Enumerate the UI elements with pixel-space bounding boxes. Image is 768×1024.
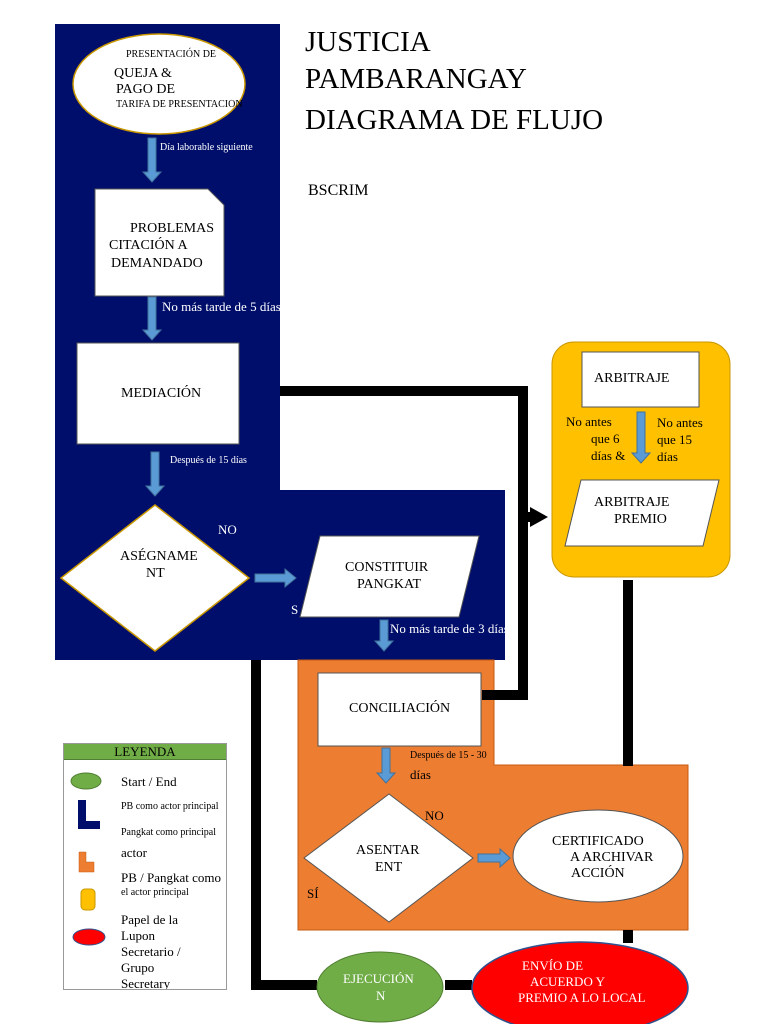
legend-pb-main-label: PB como actor principal <box>121 801 219 812</box>
label-no-1: NO <box>218 522 237 537</box>
legend-icons <box>70 772 106 946</box>
conciliation-node-shape <box>317 672 482 747</box>
certificate-node-line-2: A ARCHIVAR <box>570 850 654 865</box>
legend-pb-pangkat-label-2: el actor principal <box>121 887 189 898</box>
award-node-line-1: ARBITRAJE <box>594 495 670 510</box>
arrow-down-3 <box>144 451 166 497</box>
award-node-line-2: PREMIO <box>614 512 667 527</box>
mediation-node-label: MEDIACIÓN <box>121 386 202 401</box>
arrow-right-2 <box>477 847 511 869</box>
start-node-line-4: TARIFA DE PRESENTACIÓN <box>116 99 242 110</box>
settle2-node-shape <box>303 793 474 923</box>
legend: LEYENDA Start / End PB como actor princi… <box>63 743 227 990</box>
transmit-node-line-1: ENVÍO DE <box>522 958 584 973</box>
connector-arrowhead <box>530 507 548 527</box>
certificate-node-line-3: ACCIÓN <box>571 866 625 881</box>
execution-node-line-1: EJECUCIÓN <box>343 971 414 986</box>
pangkat-node-shape <box>299 535 480 618</box>
legend-lupon-icon <box>72 928 106 946</box>
label-not-before-15-line-2: que 15 <box>657 432 693 447</box>
legend-start-end-icon <box>70 772 102 790</box>
legend-pb-icon <box>78 800 100 829</box>
legend-pangkat-actor-label: actor <box>121 845 147 860</box>
label-si-1: S <box>291 602 299 617</box>
arrow-down-6 <box>630 411 652 464</box>
arrow-down-1 <box>141 137 163 183</box>
transmit-node-line-3: PREMIO A LO LOCAL <box>518 990 646 1005</box>
title-line-1: JUSTICIA <box>305 26 431 58</box>
conciliation-node-label: CONCILIACIÓN <box>349 701 451 716</box>
execution-node-line-2: N <box>376 988 386 1003</box>
label-no-2: NO <box>425 808 444 823</box>
issue-node-line-2: CITACIÓN A <box>109 238 188 253</box>
arrow-right-1 <box>254 567 297 589</box>
title-line-3: DIAGRAMA DE FLUJO <box>305 104 604 136</box>
transmit-node-shape <box>471 941 689 1024</box>
start-node-line-4-clip: TARIFA DE PRESENTACIÓN <box>116 99 242 113</box>
settle1-node-line-2: NT <box>146 566 165 581</box>
flow-arrows <box>141 137 652 869</box>
label-three-days-clip: No más tarde de 3 días <box>390 621 505 637</box>
mediation-node-shape <box>76 342 240 445</box>
certificate-node-shape <box>512 809 684 903</box>
label-not-before-6-line-2: que 6 <box>591 431 620 446</box>
legend-lupon-label-4: Grupo <box>121 960 155 975</box>
label-three-days: No más tarde de 3 días <box>390 621 505 636</box>
settle1-node-shape <box>59 504 251 652</box>
legend-lupon-label-5: Secretary <box>121 976 171 990</box>
label-dias: días <box>410 767 431 782</box>
pangkat-node-line-2: PANGKAT <box>357 577 422 592</box>
arrow-down-4 <box>373 619 395 652</box>
label-next-day: Día laborable siguiente <box>160 142 253 153</box>
legend-start-end-label: Start / End <box>121 774 177 789</box>
label-si-2: SÍ <box>307 886 319 901</box>
connector-lines <box>251 386 633 990</box>
settle2-node-line-1: ASENTAR <box>356 843 420 858</box>
label-not-before-6-line-3: días & <box>591 448 626 463</box>
legend-lupon-label-1: Papel de la <box>121 912 179 927</box>
settle1-node-line-1: ASÉGNAME <box>120 549 198 564</box>
issue-node-shape <box>94 188 225 297</box>
legend-lupon-label-2: Lupon <box>121 928 155 943</box>
issue-node-line-1: PROBLEMAS <box>130 221 215 236</box>
arrow-down-2 <box>141 296 163 341</box>
transmit-node-line-2: ACUERDO Y <box>530 974 605 989</box>
label-not-before-6-line-1: No antes <box>566 414 612 429</box>
legend-pb-pangkat-label-1: PB / Pangkat como <box>121 870 222 885</box>
legend-lupon-label-3: Secretario / <box>121 944 181 959</box>
arbitration-node-shape <box>581 351 700 408</box>
title-line-2: PAMBARANGAY <box>305 63 527 95</box>
legend-pangkat-icon <box>78 851 95 873</box>
navy-region <box>55 24 505 660</box>
label-five-days-clip: No más tarde de 5 días <box>162 299 280 315</box>
label-after-15-30: Después de 15 - 30 <box>410 750 487 761</box>
start-node-line-1: PRESENTACIÓN DE <box>126 49 217 60</box>
settle2-node-line-2: ENT <box>375 860 403 875</box>
legend-pangkat-main-label: Pangkat como principal <box>121 827 216 838</box>
start-node-line-2: QUEJA & <box>114 66 172 81</box>
label-not-before-15-line-1: No antes <box>657 415 703 430</box>
label-not-before-15-line-3: días <box>657 449 678 464</box>
start-node-shape <box>72 33 246 135</box>
arrow-down-5 <box>375 747 397 784</box>
award-node-shape <box>564 479 720 547</box>
issue-node-line-3: DEMANDADO <box>111 256 203 271</box>
legend-pb-pangkat-icon <box>80 888 96 911</box>
certificate-node-line-1: CERTIFICADO <box>552 834 644 849</box>
label-fifteen-days: Después de 15 días <box>170 455 247 466</box>
execution-node-shape <box>316 951 444 1023</box>
pangkat-node-line-1: CONSTITUIR <box>345 560 429 575</box>
label-after-15-30-clip: Después de 15 - 30 <box>410 750 494 764</box>
start-node-line-3: PAGO DE <box>116 82 175 97</box>
arbitration-node-label: ARBITRAJE <box>594 371 670 386</box>
legend-title: LEYENDA <box>64 744 226 760</box>
subtitle: BSCRIM <box>308 182 369 199</box>
label-five-days: No más tarde de 5 días <box>162 299 280 314</box>
